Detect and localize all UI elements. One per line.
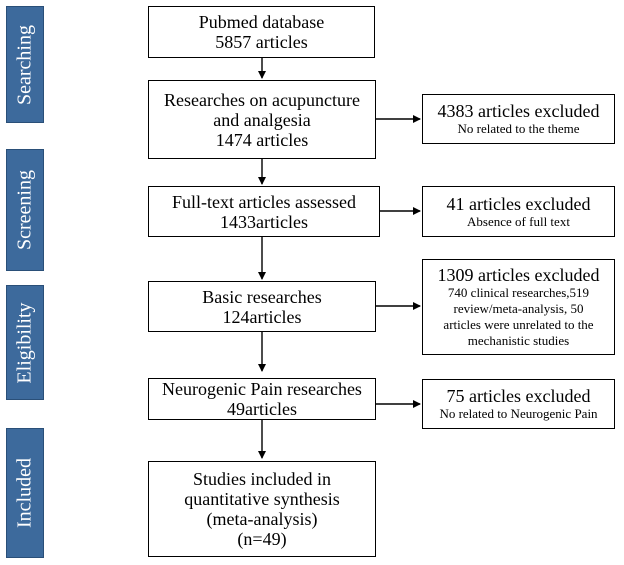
stage-included: Included [6,428,44,558]
included-line2: quantitative synthesis [184,489,340,509]
stage-searching: Searching [6,6,44,123]
researches-count: 1474 articles [215,129,309,150]
excluded-3-line4: mechanistic studies [467,333,570,348]
box-excluded-neurogenic: 75 articles excluded No related to Neuro… [422,379,615,429]
basic-title: Basic researches [202,286,322,307]
fulltext-title: Full-text articles assessed [172,191,356,212]
pubmed-count: 5857 articles [215,32,308,52]
excluded-4-reason: No related to Neurogenic Pain [439,406,598,421]
included-line1: Studies included in [193,469,331,489]
stage-eligibility: Eligibility [6,285,44,400]
fulltext-count: 1433articles [220,211,308,232]
pubmed-title: Pubmed database [198,12,325,32]
researches-line2: and analgesia [213,109,311,130]
box-researches-acupuncture: Researches on acupuncture and analgesia … [148,80,376,159]
box-neurogenic-pain: Neurogenic Pain researches 49articles [148,378,376,420]
neurogenic-count: 49articles [227,399,297,419]
excluded-1-reason: No related to the theme [457,121,580,136]
included-count: (n=49) [237,529,287,549]
excluded-3-line1: 740 clinical researches,519 [447,285,590,300]
excluded-2-reason: Absence of full text [467,213,570,229]
box-pubmed-database: Pubmed database 5857 articles [148,6,375,58]
stage-screening: Screening [6,149,44,271]
basic-count: 124articles [222,306,302,327]
box-excluded-theme: 4383 articles excluded No related to the… [422,94,615,144]
box-excluded-fulltext: 41 articles excluded Absence of full tex… [422,186,615,237]
excluded-3-line3: articles were unrelated to the [443,317,594,332]
excluded-3-title: 1309 articles excluded [437,265,600,285]
box-studies-included: Studies included in quantitative synthes… [148,461,376,557]
neurogenic-title: Neurogenic Pain researches [162,379,362,399]
excluded-4-title: 75 articles excluded [446,386,591,406]
box-basic-researches: Basic researches 124articles [148,281,376,332]
excluded-1-title: 4383 articles excluded [437,101,600,121]
box-excluded-clinical: 1309 articles excluded 740 clinical rese… [422,259,615,355]
box-fulltext-assessed: Full-text articles assessed 1433articles [148,186,380,237]
excluded-3-line2: review/meta-analysis, 50 [453,301,584,316]
researches-line1: Researches on acupuncture [164,89,360,110]
excluded-2-title: 41 articles excluded [446,193,591,214]
included-line3: (meta-analysis) [206,509,318,529]
